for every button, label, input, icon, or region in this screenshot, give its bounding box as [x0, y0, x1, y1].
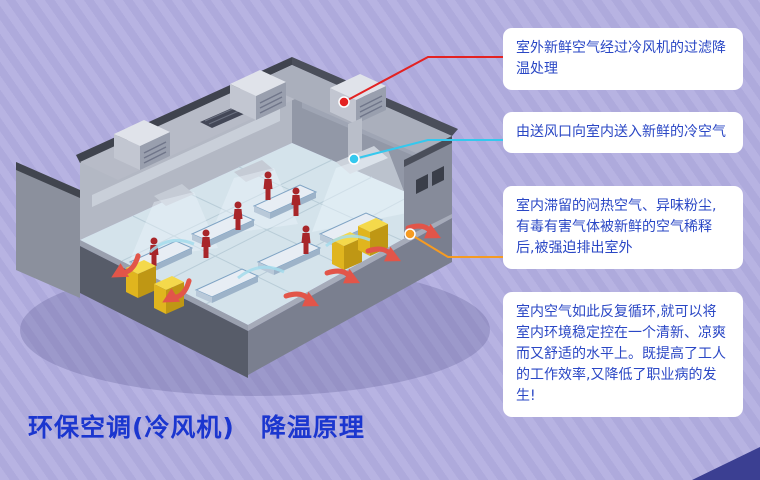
leader-dot-supply-air: [348, 153, 360, 165]
callout-supply-air: 由送风口向室内送入新鲜的冷空气: [503, 112, 743, 153]
leader-dot-exhaust: [404, 228, 416, 240]
callout-fresh-air-intake: 室外新鲜空气经过冷风机的过滤降温处理: [503, 28, 743, 90]
back-left-wall-window-band: [92, 109, 280, 207]
leader-lines: [338, 56, 505, 258]
wall-vent-2: [432, 166, 444, 186]
page-title: 环保空调(冷风机) 降温原理: [28, 413, 365, 442]
wall-vent-1: [416, 174, 428, 194]
callout-circulation-summary-text: 室内空气如此反复循环,就可以将室内环境稳定控在一个清新、凉爽而又舒适的水平上。既…: [516, 304, 726, 404]
factory-building: [16, 57, 458, 378]
callout-fresh-air-intake-text: 室外新鲜空气经过冷风机的过滤降温处理: [516, 40, 726, 77]
callout-exhaust-air: 室内滞留的闷热空气、异味粉尘,有毒有害气体被新鲜的空气稀释后,被强迫排出室外: [503, 186, 743, 269]
leader-line-fresh-air: [343, 56, 505, 103]
supply-air-duct: [348, 118, 362, 162]
callout-circulation-summary: 室内空气如此反复循环,就可以将室内环境稳定控在一个清新、凉爽而又舒适的水平上。既…: [503, 292, 743, 417]
supply-air-cone: [312, 150, 412, 232]
left-end-wall-top: [16, 162, 80, 198]
leader-line-exhaust: [409, 233, 505, 258]
near-right-wall: [248, 218, 452, 375]
rooftop-cooler-unit-1: [114, 120, 170, 170]
leader-line-supply-air: [353, 139, 505, 160]
callout-supply-air-text: 由送风口向室内送入新鲜的冷空气: [516, 124, 726, 140]
right-end-wall-top: [404, 136, 452, 167]
corner-ribbon: [692, 447, 760, 480]
roof-skylight-grille: [200, 106, 244, 128]
callout-exhaust-air-text: 室内滞留的闷热空气、异味粉尘,有毒有害气体被新鲜的空气稀释后,被强迫排出室外: [516, 198, 717, 256]
airflow-swirls: [148, 234, 371, 280]
rooftop-cooler-unit-2: [230, 70, 286, 120]
leader-dot-fresh-air: [338, 96, 350, 108]
left-end-wall: [16, 162, 80, 298]
